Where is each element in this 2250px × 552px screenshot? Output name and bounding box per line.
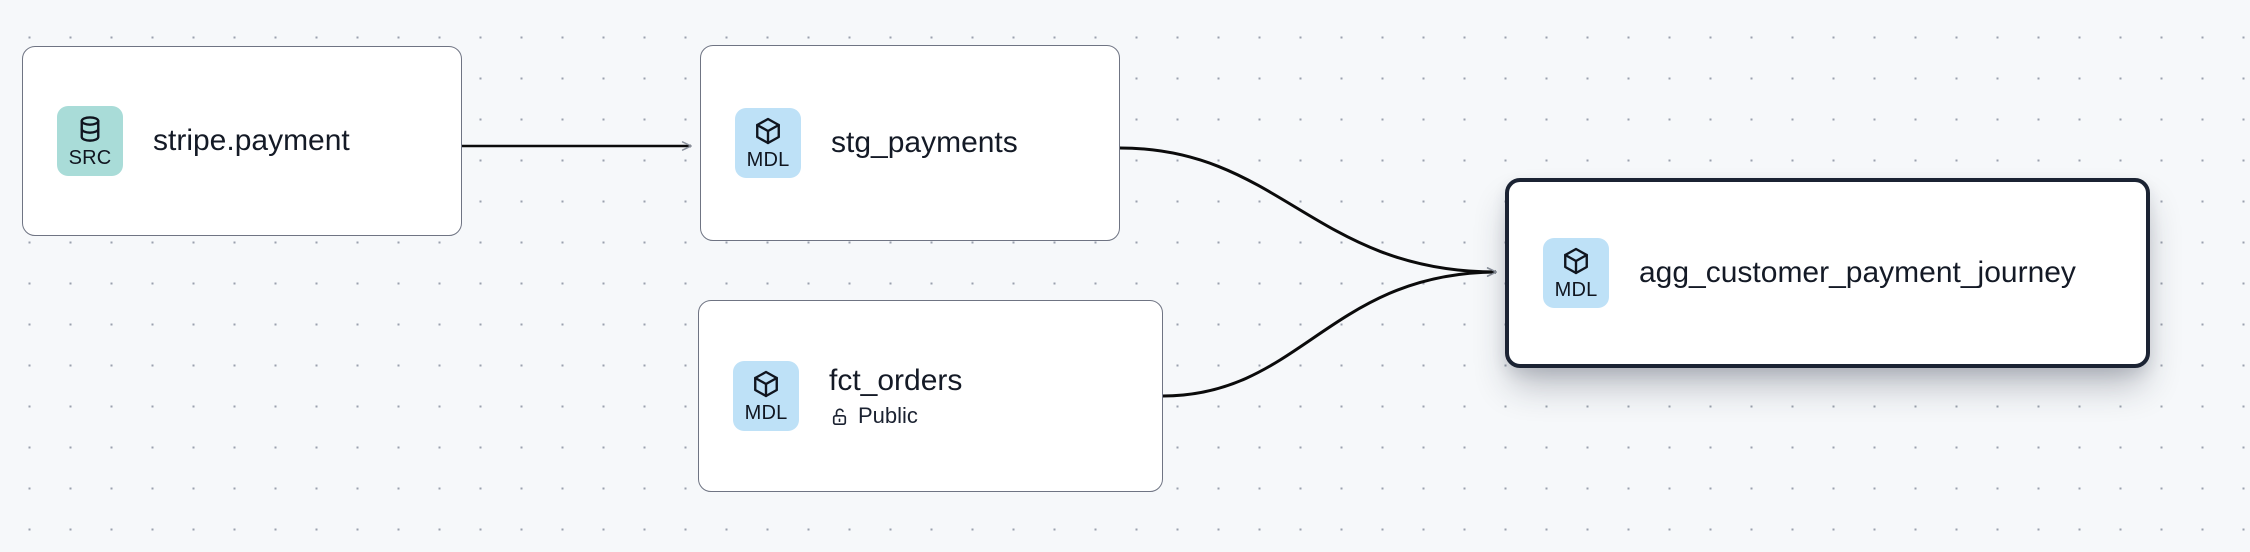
node-body: fct_orders Public — [829, 364, 962, 429]
node-title: stripe.payment — [153, 124, 350, 158]
cube-icon — [753, 116, 783, 146]
badge-label: SRC — [68, 147, 112, 169]
node-body: agg_customer_payment_journey — [1639, 256, 2076, 290]
cube-icon — [751, 369, 781, 399]
unlock-icon — [829, 406, 850, 427]
node-body: stripe.payment — [153, 124, 350, 158]
badge-label: MDL — [746, 149, 790, 171]
node-title: fct_orders — [829, 363, 963, 397]
node-agg-customer-payment-journey[interactable]: MDL agg_customer_payment_journey — [1505, 178, 2150, 368]
model-badge: MDL — [735, 108, 801, 178]
node-title: stg_payments — [831, 126, 1018, 160]
badge-label: MDL — [744, 402, 788, 424]
badge-label: MDL — [1554, 279, 1598, 301]
model-badge: MDL — [1543, 238, 1609, 308]
model-badge: MDL — [733, 361, 799, 431]
cube-icon — [1561, 246, 1591, 276]
visibility-label: Public — [858, 403, 918, 429]
node-fct-orders[interactable]: MDL fct_orders Public — [698, 300, 1163, 492]
node-visibility: Public — [829, 404, 962, 428]
database-icon — [75, 114, 105, 144]
edge-fct-orders-to-agg-customer-payment-journey — [1162, 267, 1497, 398]
node-stripe-payment[interactable]: SRC stripe.payment — [22, 46, 462, 236]
edge-stg-payments-to-agg-customer-payment-journey — [1119, 146, 1497, 277]
node-title: agg_customer_payment_journey — [1639, 256, 2076, 290]
node-body: stg_payments — [831, 126, 1018, 160]
node-stg-payments[interactable]: MDL stg_payments — [700, 45, 1120, 241]
source-badge: SRC — [57, 106, 123, 176]
